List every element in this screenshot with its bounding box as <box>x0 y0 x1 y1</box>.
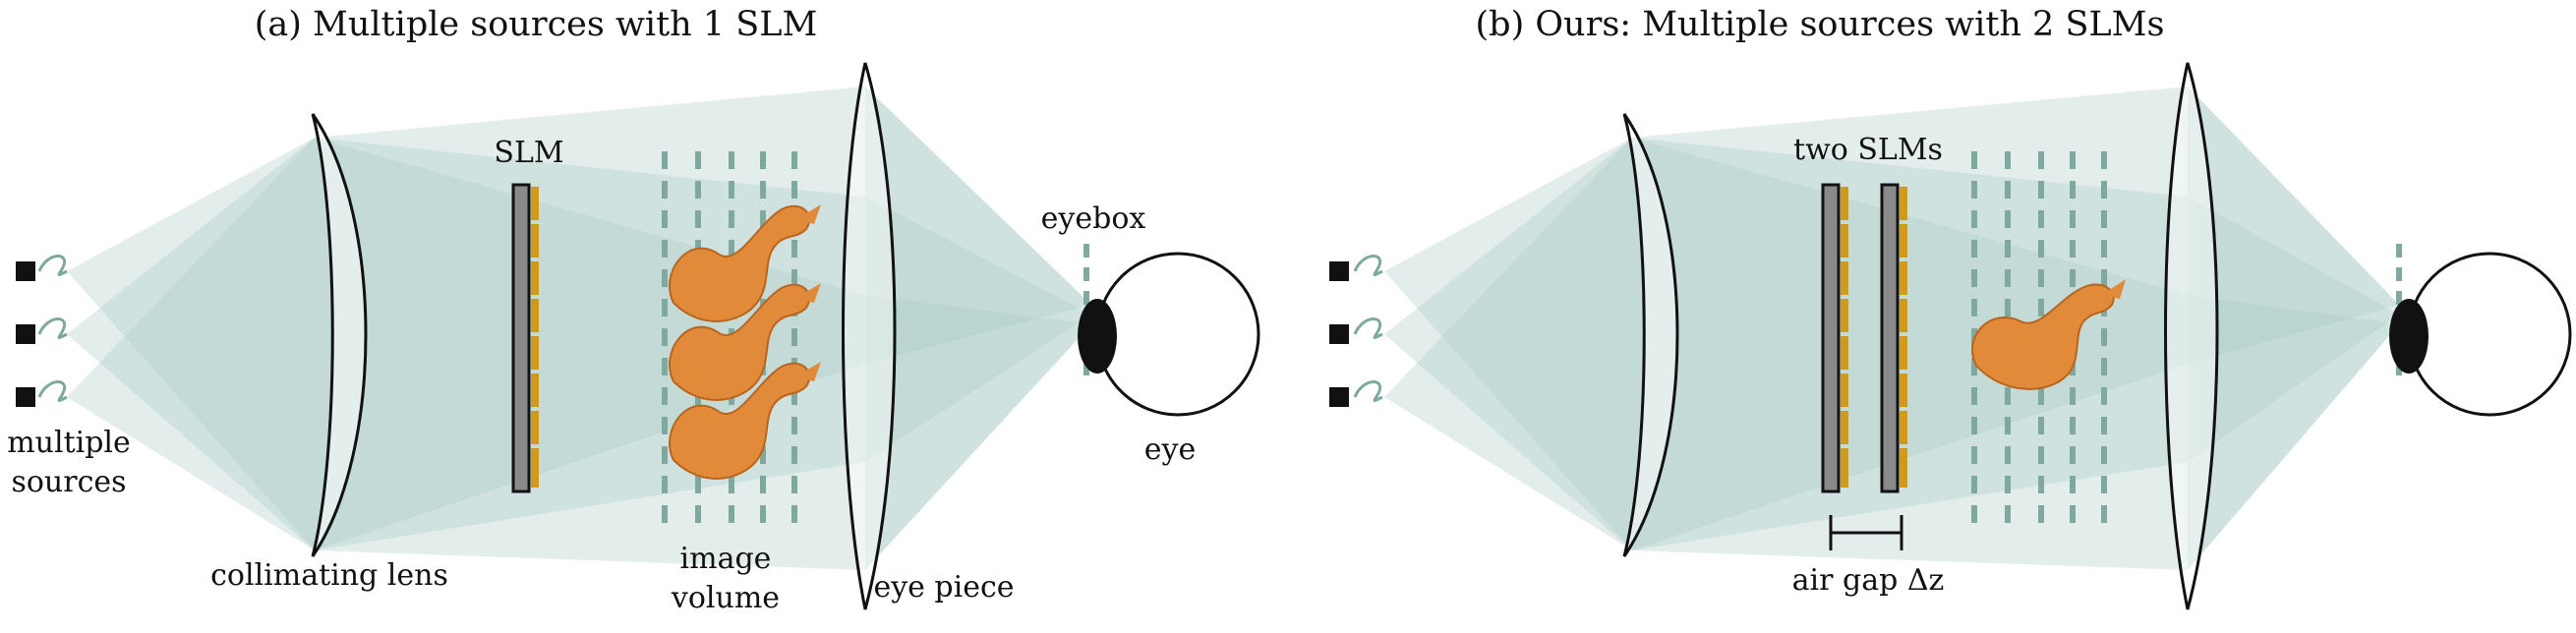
panel-a-title: (a) Multiple sources with 1 SLM <box>255 5 818 44</box>
eye-icon <box>1078 252 1260 417</box>
beam-focus-4 <box>865 86 1091 570</box>
beam-cone-3 <box>67 138 315 550</box>
beam-cone-1 <box>1384 138 1632 550</box>
eyebox-label: eyebox <box>1041 201 1146 236</box>
light-beams-a <box>67 86 1091 570</box>
dragon-model-icon <box>669 362 821 480</box>
beam-band-2 <box>1632 138 2188 550</box>
beam-focus-2 <box>865 197 1091 462</box>
panel-b: (b) Ours: Multiple sources with 2 SLMs <box>1329 5 2572 610</box>
light-source-icon <box>16 387 35 407</box>
panel-a: (a) Multiple sources with 1 SLM <box>7 5 1260 615</box>
eye-label: eye <box>1144 432 1196 467</box>
beam-focus-3 <box>2188 295 2399 570</box>
beam-cone-2 <box>1384 138 1632 550</box>
beam-focus-1 <box>865 86 1091 364</box>
eyepiece-lens <box>842 62 897 610</box>
dragon-model-icon <box>669 283 821 401</box>
light-source-icon <box>1329 324 1349 344</box>
sources-a <box>16 255 68 407</box>
light-source-icon <box>16 324 35 344</box>
fiber-loop-icon <box>1353 380 1383 402</box>
volume-label-line2: volume <box>671 581 780 615</box>
dragon-replicas <box>669 204 821 480</box>
beam-cone-3 <box>1384 138 1632 550</box>
collimating-lens <box>311 113 368 557</box>
lens-label: collimating lens <box>210 558 448 593</box>
fiber-loop-icon <box>1353 255 1383 276</box>
sources-b <box>1329 255 1383 407</box>
collimating-lens <box>1622 113 1679 557</box>
dragon-model-icon <box>669 204 821 322</box>
beam-focus-1 <box>2188 86 2399 364</box>
slm-panel <box>511 183 531 493</box>
slm-pixels <box>531 187 539 488</box>
light-beams-b <box>1384 86 2399 570</box>
sources-label-line2: sources <box>11 465 126 499</box>
air-gap-label: air gap Δz <box>1792 563 1945 598</box>
dragon-model-icon <box>1971 279 2126 390</box>
beam-band-1 <box>1632 86 2188 550</box>
beam-focus-4 <box>2188 86 2399 570</box>
fiber-loop-icon <box>37 317 68 339</box>
fiber-loop-icon <box>37 380 68 402</box>
beam-cone-1 <box>67 138 315 550</box>
beam-focus-2 <box>2188 197 2399 462</box>
beam-focus-3 <box>865 295 1091 570</box>
air-gap-bracket <box>1829 515 1903 550</box>
eyepiece-lens <box>2164 62 2219 610</box>
beam-band-3 <box>1632 138 2188 570</box>
eye-icon <box>2389 252 2572 417</box>
light-source-icon <box>1329 261 1349 281</box>
two-slms-label: two SLMs <box>1793 133 1943 167</box>
light-source-icon <box>1329 387 1349 407</box>
slm-label: SLM <box>494 136 563 170</box>
light-source-icon <box>16 261 35 281</box>
beam-cone-2 <box>67 138 315 550</box>
volume-label-line1: image <box>680 542 772 576</box>
beam-band-1 <box>315 86 865 550</box>
fiber-loop-icon <box>37 255 68 276</box>
panel-b-title: (b) Ours: Multiple sources with 2 SLMs <box>1476 5 2165 44</box>
eyepiece-label: eye piece <box>873 570 1014 604</box>
slm-pixels <box>1841 187 1907 488</box>
slm-panel-1 <box>1821 183 1841 493</box>
sources-label-line1: multiple <box>7 426 131 460</box>
slm-panel-2 <box>1880 183 1900 493</box>
fiber-loop-icon <box>1353 317 1383 339</box>
